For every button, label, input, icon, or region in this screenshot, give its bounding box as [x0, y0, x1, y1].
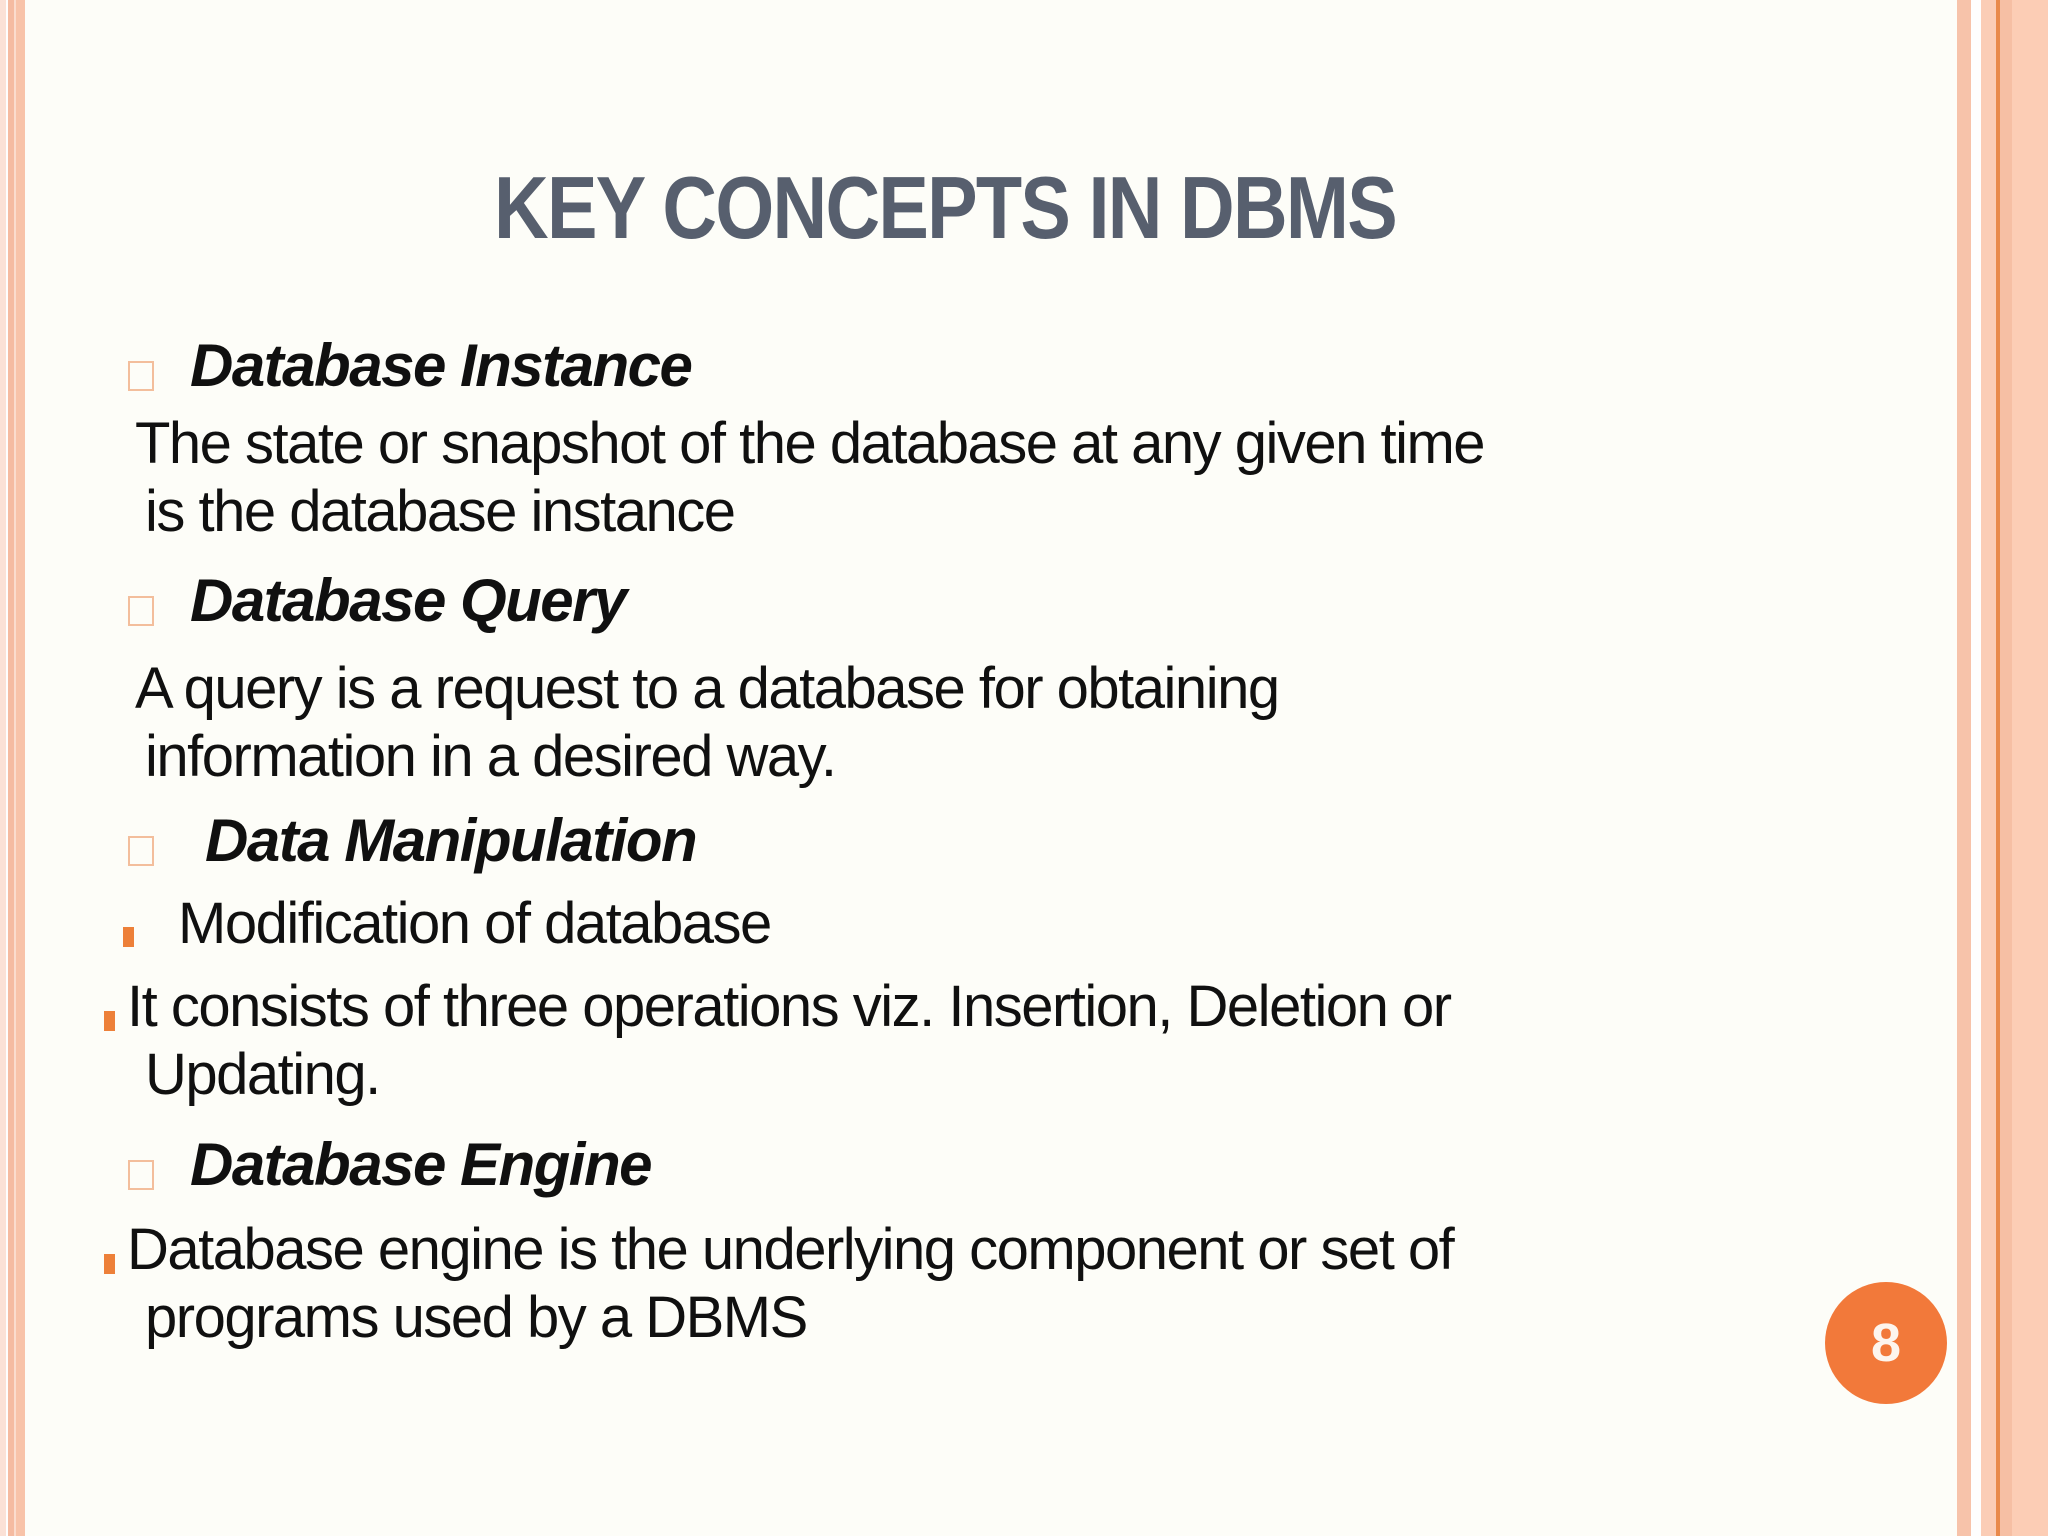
heading-data-manipulation: Data Manipulation	[205, 807, 698, 874]
right-border-stripes	[1956, 0, 2048, 1536]
page-number-badge: 8	[1825, 1282, 1947, 1404]
square-bullet-icon	[123, 927, 134, 947]
square-bullet-icon	[104, 1254, 115, 1274]
paragraph-database-instance: The state or snapshot of the database at…	[135, 411, 1486, 544]
left-border-stripes	[0, 0, 26, 1536]
bullet-modification: Modification of database	[178, 891, 772, 956]
bullet-database-engine: Database engine is the underlying compon…	[127, 1217, 1455, 1350]
heading-database-instance: Database Instance	[190, 332, 693, 399]
paragraph-database-query: A query is a request to a database for o…	[135, 656, 1280, 789]
square-bullet-icon	[104, 1011, 115, 1031]
hollow-square-bullet-icon	[128, 1160, 154, 1190]
slide-title: KEY CONCEPTS IN DBMS	[494, 158, 1398, 257]
heading-database-query: Database Query	[190, 567, 627, 634]
page-number: 8	[1870, 1313, 1902, 1373]
bullet-three-operations: It consists of three operations viz. Ins…	[127, 974, 1452, 1107]
hollow-square-bullet-icon	[128, 596, 154, 626]
hollow-square-bullet-icon	[128, 361, 154, 391]
hollow-square-bullet-icon	[128, 836, 154, 866]
heading-database-engine: Database Engine	[190, 1131, 653, 1198]
